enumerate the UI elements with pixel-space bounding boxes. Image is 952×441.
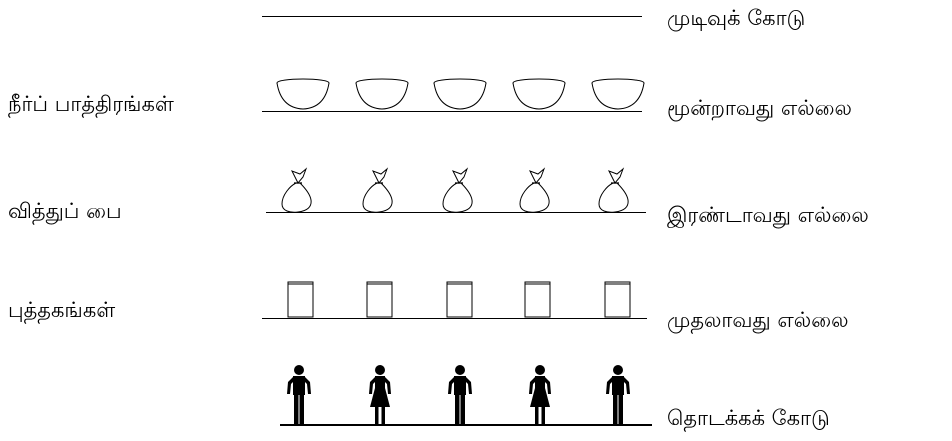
book-icon <box>366 280 394 318</box>
girl-icon <box>366 365 394 425</box>
third-limit-line <box>262 111 642 112</box>
row-label-books: புத்தகங்கள் <box>8 298 116 322</box>
start-line-label: தொடக்கக் கோடு <box>667 406 830 430</box>
first-limit-label: முதலாவது எல்லை <box>667 308 849 332</box>
water-bowl-icon <box>511 78 567 111</box>
seed-bag-icon <box>360 167 396 213</box>
water-bowl-icon <box>432 78 488 111</box>
finish-line <box>262 16 642 17</box>
seed-bag-icon <box>596 167 632 213</box>
second-limit-label: இரண்டாவது எல்லை <box>667 203 869 227</box>
water-bowl-icon <box>354 78 410 111</box>
boy-icon <box>285 365 313 425</box>
third-limit-label: மூன்றாவது எல்லை <box>667 96 852 120</box>
seed-bag-icon <box>440 167 476 213</box>
row-label-seed-bag: வித்துப் பை <box>8 199 122 223</box>
finish-line-label: முடிவுக் கோடு <box>667 6 806 30</box>
boy-icon <box>446 365 474 425</box>
book-icon <box>287 280 315 318</box>
boy-icon <box>604 365 632 425</box>
start-line <box>280 424 652 426</box>
girl-icon <box>526 365 554 425</box>
book-icon <box>446 280 474 318</box>
book-icon <box>524 280 552 318</box>
seed-bag-icon <box>517 167 553 213</box>
row-label-water-bowls: நீர்ப் பாத்திரங்கள் <box>8 92 174 116</box>
first-limit-line <box>262 318 647 319</box>
book-icon <box>604 280 632 318</box>
water-bowl-icon <box>275 78 331 111</box>
water-bowl-icon <box>590 78 646 111</box>
seed-bag-icon <box>279 167 315 213</box>
